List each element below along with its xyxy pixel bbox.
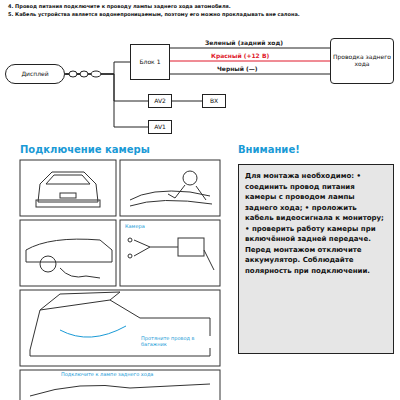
box-label: AV1 xyxy=(154,124,166,131)
box-label: Проводка заднего хода xyxy=(333,54,391,68)
plug xyxy=(128,238,132,242)
wire xyxy=(170,74,330,75)
section-heading: Внимание! xyxy=(238,144,394,156)
plug xyxy=(69,71,77,77)
note-text: 5. Кабель устройства является водонепрон… xyxy=(8,12,394,18)
bumper xyxy=(36,200,100,207)
wire xyxy=(172,101,202,102)
wire-label: Красный (+12 В) xyxy=(210,53,270,60)
block-box: AV2 xyxy=(148,94,172,108)
warning-box: Для монтажа необходимо: • соединить пров… xyxy=(238,164,394,354)
lamp-wire xyxy=(30,384,210,396)
panel xyxy=(120,220,220,286)
section-heading: Подключение камеры xyxy=(20,144,220,156)
block-box: ВХ xyxy=(202,94,226,108)
box-label: AV2 xyxy=(154,98,166,105)
panel xyxy=(20,220,116,286)
plate xyxy=(60,193,76,198)
camera-cable xyxy=(134,240,214,270)
panel xyxy=(20,160,116,216)
plug xyxy=(128,254,132,258)
person-head xyxy=(183,171,197,185)
trunk-lid xyxy=(40,292,120,310)
person-arm xyxy=(168,185,206,200)
plug xyxy=(80,71,88,77)
car-body xyxy=(26,239,112,262)
panel xyxy=(120,160,220,216)
block-box: AV1 xyxy=(148,120,172,134)
car-rear xyxy=(38,172,98,202)
plug xyxy=(91,71,101,77)
panel xyxy=(20,290,220,366)
box-label: Дисплей xyxy=(21,71,48,78)
wire xyxy=(170,61,330,62)
wheel xyxy=(40,256,56,272)
wire-label: Зеленый (задний ход) xyxy=(204,40,284,47)
note-text: Подключите к лампе заднего хода xyxy=(60,372,154,378)
camera xyxy=(178,238,204,256)
block-box: Проводка заднего хода xyxy=(330,38,394,84)
wire-label: Черный (—) xyxy=(216,66,259,73)
note-text: Протяните провод в багажник xyxy=(140,336,218,348)
trunk xyxy=(30,300,210,356)
box-label: ВХ xyxy=(210,98,218,105)
panel xyxy=(20,370,220,400)
warning-text: Для монтажа необходимо: • соединить пров… xyxy=(245,171,387,276)
note-text: Камера xyxy=(124,224,146,230)
block-box: Блок 1 xyxy=(130,44,170,80)
wire xyxy=(65,74,148,127)
cable xyxy=(60,268,100,278)
block-box: Дисплей xyxy=(5,64,65,84)
rear-window xyxy=(46,175,90,184)
bumper xyxy=(130,200,212,206)
note-text: 4. Провод питания подключите к проводу л… xyxy=(8,4,394,10)
box-label: Блок 1 xyxy=(140,59,161,66)
cable xyxy=(60,326,126,337)
wire xyxy=(170,48,330,49)
